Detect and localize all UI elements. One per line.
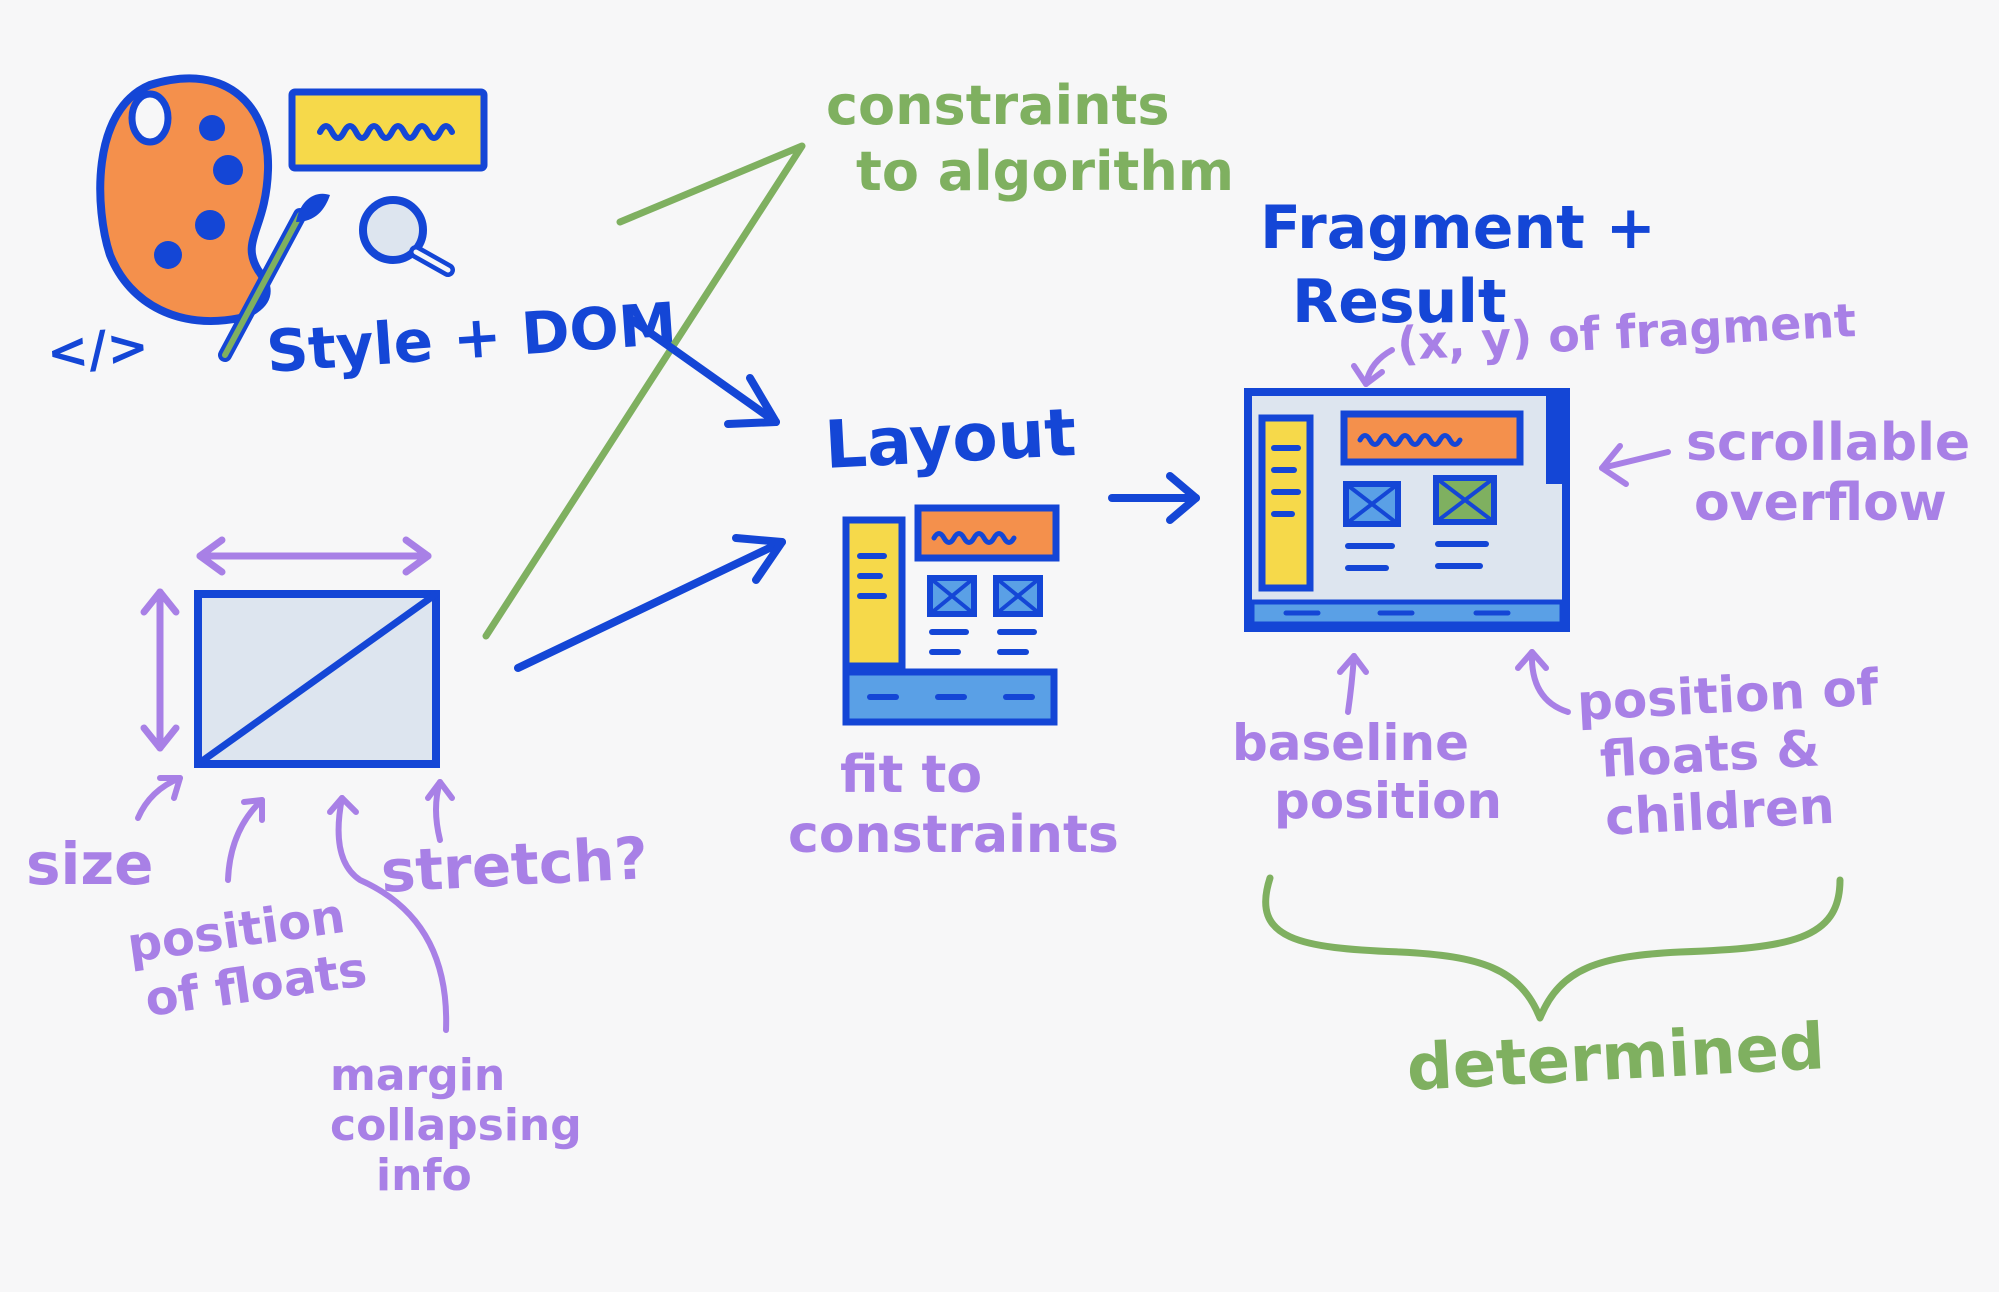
constraints-line-2: to algorithm (856, 140, 1234, 203)
margin-collapsing-line-3: info (376, 1150, 472, 1201)
width-arrow-icon (196, 536, 432, 576)
constraints-label: constraints to algorithm (826, 74, 1234, 203)
scrollable-overflow-line-2: overflow (1694, 473, 1947, 533)
floats-children-line-1: position of (1576, 658, 1881, 732)
result-title-line-2: Result (1292, 267, 1507, 337)
xy-arrow-icon (1351, 347, 1395, 387)
height-arrow-icon (140, 588, 180, 752)
box-annotation-arrows (135, 775, 455, 1033)
layout-wireframe-icon (842, 504, 1060, 726)
margin-collapsing-line-2: collapsing (330, 1100, 582, 1151)
baseline-position-line-2: position (1274, 772, 1502, 830)
floats-children-arrow-icon (1515, 649, 1571, 715)
position-of-floats-label: position of floats (124, 886, 373, 1030)
result-wireframe-icon (1244, 388, 1570, 632)
layout-to-result-arrow (1108, 472, 1200, 524)
floats-children-label: position of floats & children (1576, 657, 1904, 847)
determined-label: determined (1405, 1010, 1826, 1106)
determined-brace (1262, 874, 1844, 1022)
floats-children-line-3: children (1604, 777, 1836, 847)
code-symbol-label: </> (45, 317, 151, 382)
yellow-text-card-icon (288, 88, 488, 172)
size-label: size (26, 830, 154, 898)
baseline-position-label: baseline position (1232, 714, 1502, 830)
style-to-layout-arrow (628, 316, 780, 428)
layout-caption: fit to constraints (788, 745, 1119, 865)
result-title: Fragment + Result (1260, 193, 1677, 337)
baseline-arrow-icon (1337, 653, 1369, 715)
stretch-label: stretch? (379, 824, 649, 906)
layout-caption-line-2: constraints (788, 805, 1119, 865)
constraint-space-box (194, 590, 440, 768)
margin-collapsing-line-1: margin (330, 1050, 505, 1101)
constraints-bracket-line (482, 142, 806, 640)
layout-title: Layout (823, 394, 1078, 484)
result-title-line-1: Fragment + (1260, 193, 1656, 263)
floats-children-line-2: floats & (1599, 719, 1822, 788)
baseline-position-line-1: baseline (1232, 714, 1469, 772)
paint-palette-icon (96, 74, 273, 325)
style-dom-label: Style + DOM (264, 289, 678, 385)
magnifier-icon (359, 196, 455, 277)
margin-collapsing-label: margin collapsing info (330, 1050, 597, 1201)
scrollable-overflow-line-1: scrollable (1686, 413, 1970, 473)
layout-caption-line-1: fit to (840, 745, 982, 805)
paintbrush-icon (218, 193, 330, 362)
scrollable-arrow-icon (1599, 443, 1671, 487)
box-to-layout-arrow (514, 534, 786, 672)
constraints-line-1: constraints (826, 74, 1170, 137)
scrollable-overflow-label: scrollable overflow (1686, 413, 1988, 533)
